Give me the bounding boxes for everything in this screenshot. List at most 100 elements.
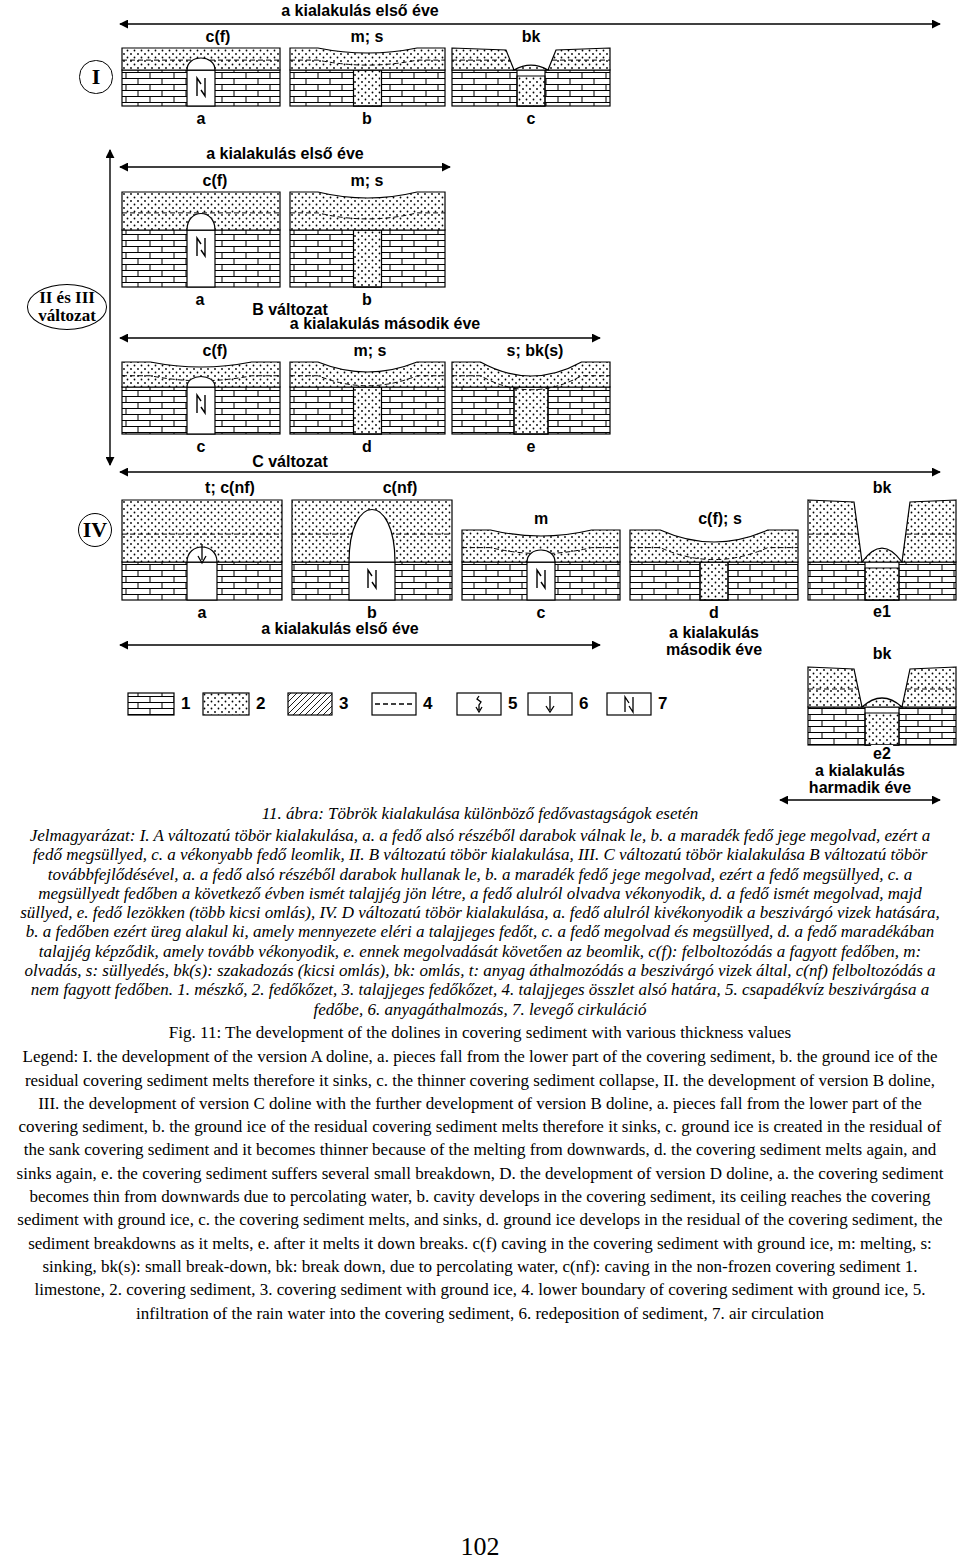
shaft-fill xyxy=(354,230,382,287)
panel-label: m xyxy=(532,510,550,528)
cover-ground xyxy=(290,48,445,70)
air-circulation xyxy=(197,238,205,256)
panel-label: s; bk(s) xyxy=(505,342,566,360)
cover-sediment xyxy=(292,500,452,562)
cavity-dome xyxy=(187,377,215,388)
roman-numeral-oval: IV xyxy=(78,513,112,547)
ice-boundary xyxy=(290,60,445,65)
shaft xyxy=(514,387,548,434)
page-number: 102 xyxy=(461,1532,500,1562)
legend-swatch xyxy=(288,693,332,715)
cover-ground xyxy=(630,530,798,562)
panel-label: a kialakulás második éve xyxy=(288,315,482,333)
oval-label: I xyxy=(92,65,101,88)
limestone xyxy=(290,70,445,106)
doline-section xyxy=(808,500,956,600)
cover-ground xyxy=(902,667,956,707)
shaft xyxy=(527,562,555,600)
cover-ground xyxy=(122,48,280,70)
shaft-fill xyxy=(865,713,899,745)
legend-swatch xyxy=(372,693,416,715)
cover-ground xyxy=(122,362,280,387)
legend-text: Legend: I. the development of the versio… xyxy=(13,1045,947,1325)
limestone xyxy=(290,230,445,287)
swatch-box xyxy=(528,693,572,715)
ice-boundary xyxy=(630,548,798,560)
legend-number: 5 xyxy=(508,694,517,714)
panel-label: a xyxy=(196,604,209,622)
shaft xyxy=(865,707,899,745)
redeposition-arrow xyxy=(198,544,206,563)
shaft xyxy=(187,230,215,287)
panel-label: a xyxy=(195,110,208,128)
swatch-box xyxy=(288,693,332,715)
time-arrow xyxy=(120,23,940,24)
doline-section xyxy=(290,362,445,434)
oval-label: II és III változat xyxy=(32,289,102,325)
legend-text: Jelmagyarázat: I. A változatú töbör kial… xyxy=(13,826,947,1019)
shaft xyxy=(354,387,382,434)
cover-sediment xyxy=(808,667,862,707)
shaft-fill xyxy=(354,70,382,106)
shaft-fill xyxy=(700,562,728,600)
swatch-box xyxy=(457,693,501,715)
cover-ground xyxy=(452,362,610,387)
cover-ground xyxy=(514,65,548,70)
ice-boundary xyxy=(808,534,956,535)
roman-numeral-oval: II és III változat xyxy=(27,284,107,330)
legend-swatch xyxy=(528,693,572,715)
roman-numeral-oval: I xyxy=(79,60,112,93)
cavity-dome xyxy=(527,550,555,562)
doline-section xyxy=(122,192,280,287)
panel-label: m; s xyxy=(349,28,386,46)
cover-sediment xyxy=(290,362,445,387)
doline-section xyxy=(292,500,452,600)
cover-ground xyxy=(122,192,280,230)
shaft xyxy=(187,387,215,434)
air-circulation xyxy=(197,395,205,413)
time-arrow xyxy=(120,644,600,645)
swatch-symbol xyxy=(625,697,633,712)
cover-sediment xyxy=(548,48,610,70)
cover-sediment xyxy=(122,362,280,387)
panel-label: d xyxy=(360,438,374,456)
cover-sediment xyxy=(630,530,798,562)
shaft xyxy=(187,70,215,106)
shaft xyxy=(865,562,899,600)
cavity-dome xyxy=(187,214,215,231)
cover-sediment xyxy=(902,667,956,707)
ice-boundary xyxy=(808,689,956,690)
panel-label: b xyxy=(360,110,374,128)
swatch-box xyxy=(128,693,174,715)
year-label: a kialakulás harmadik éve xyxy=(790,762,930,796)
ice-boundary xyxy=(290,376,445,386)
cover-sediment xyxy=(452,48,514,70)
panel-label: bk xyxy=(871,645,894,663)
swatch-box xyxy=(607,693,651,715)
shaft xyxy=(349,562,395,600)
swatch-symbol xyxy=(476,696,482,712)
year-label: a kialakulás második éve xyxy=(639,624,789,658)
time-arrow xyxy=(120,471,940,472)
panel-label: a xyxy=(194,291,207,309)
panel-label: a kialakulás első éve xyxy=(259,620,420,638)
time-arrow xyxy=(109,150,110,465)
legend-number: 3 xyxy=(339,694,348,714)
cover-ground xyxy=(862,698,902,707)
doline-section xyxy=(630,530,798,600)
air-circulation xyxy=(368,570,376,588)
cover-sediment xyxy=(122,192,280,230)
cover-ground xyxy=(452,48,514,70)
shaft xyxy=(700,562,728,600)
limestone xyxy=(122,387,280,434)
panel-label: a kialakulás első éve xyxy=(279,2,440,20)
doline-section xyxy=(462,530,620,600)
shaft xyxy=(354,230,382,287)
limestone xyxy=(122,562,282,600)
limestone xyxy=(292,562,452,600)
swatch-box xyxy=(203,693,249,715)
legend-swatch xyxy=(128,693,174,715)
ice-boundary xyxy=(290,213,445,219)
legend-number: 7 xyxy=(658,694,667,714)
